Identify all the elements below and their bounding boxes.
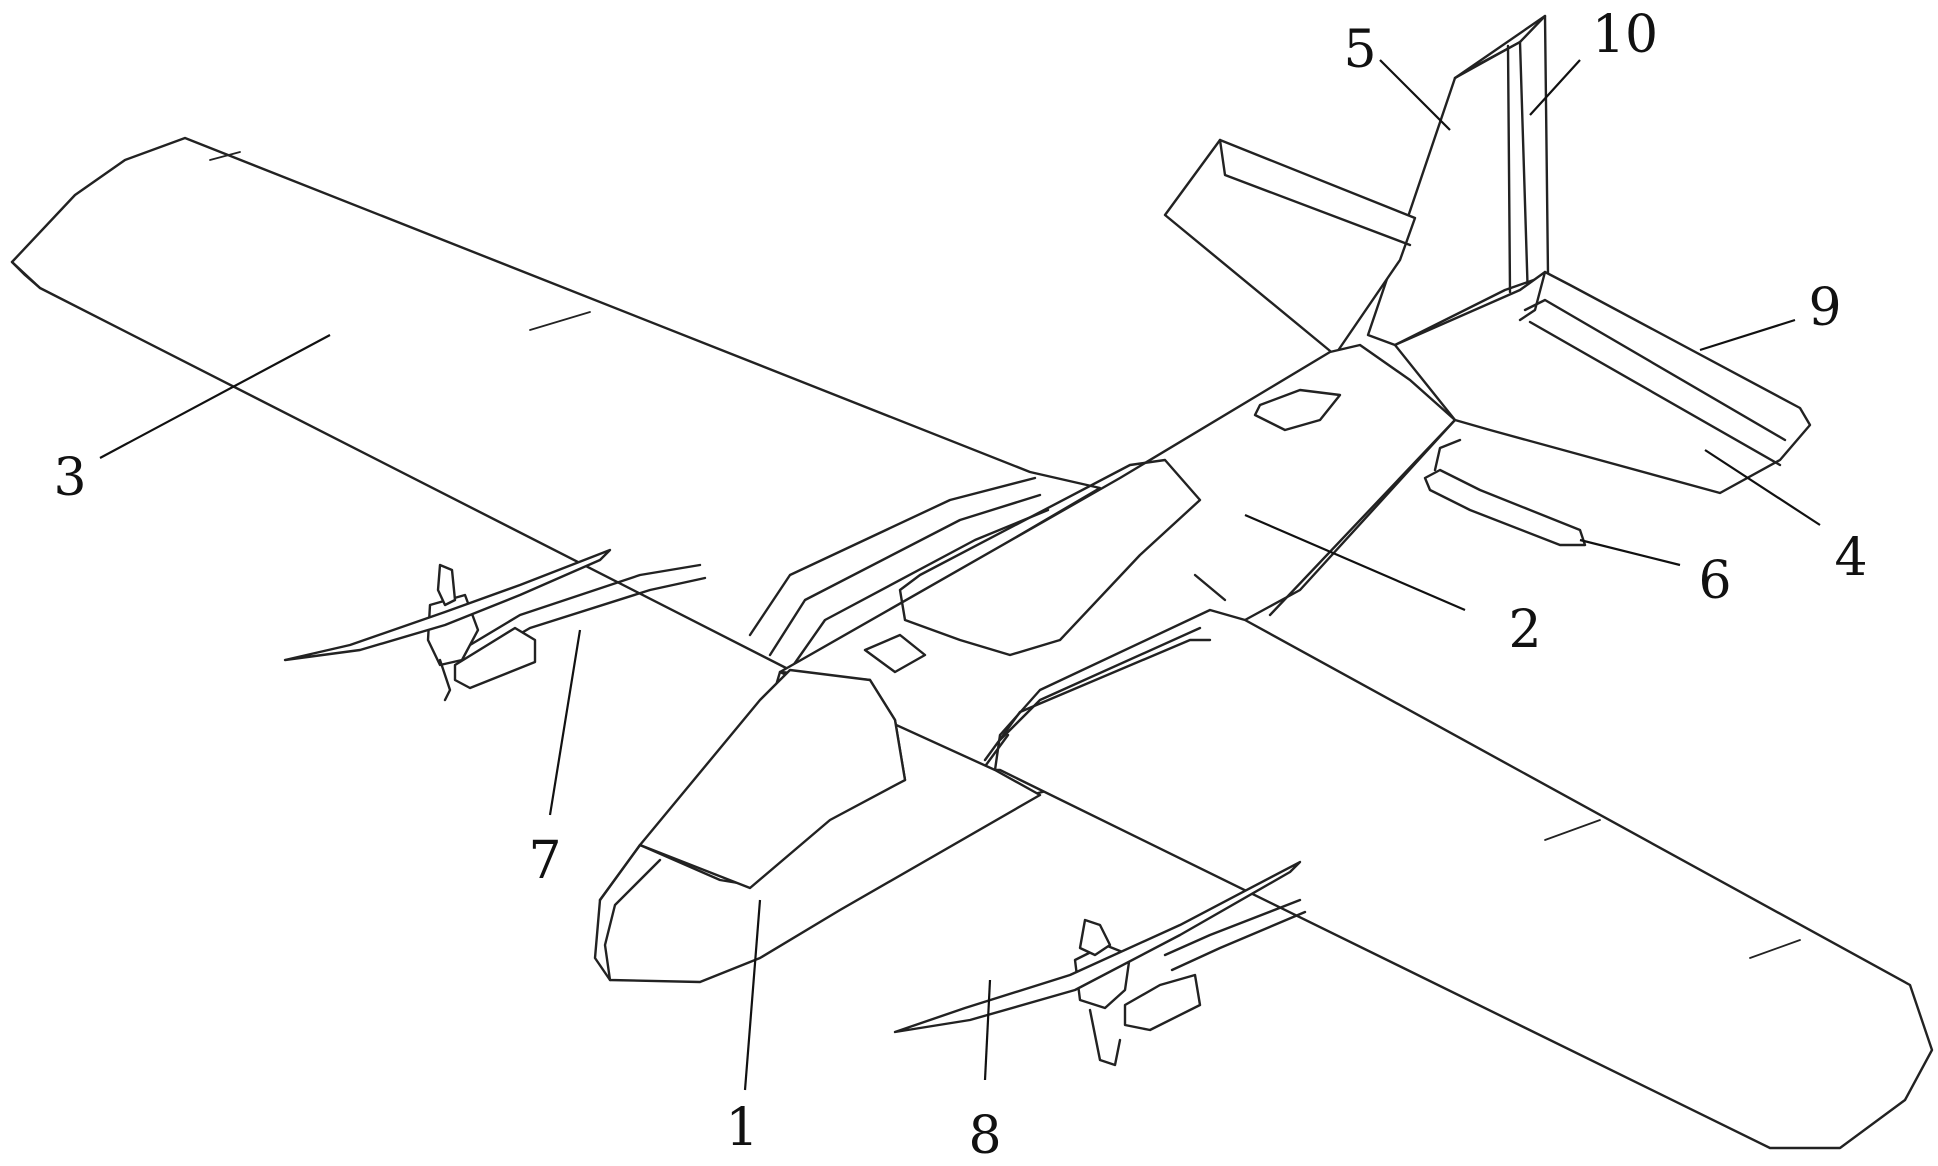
leader-4 <box>1704 449 1821 526</box>
label-3: 3 <box>53 448 86 508</box>
label-1: 1 <box>725 1098 758 1158</box>
leader-9 <box>1699 318 1796 352</box>
vertical-tail <box>1366 14 1550 347</box>
leader-1 <box>743 899 762 1091</box>
tail-landing-strut <box>1423 438 1587 547</box>
label-9: 9 <box>1808 278 1841 338</box>
right-wing <box>973 608 1934 1150</box>
right-motor-assembly <box>893 860 1307 1067</box>
leader-6 <box>1579 538 1681 567</box>
leader-lines <box>99 59 1821 1091</box>
label-5: 5 <box>1343 20 1376 80</box>
left-motor-assembly <box>283 548 707 702</box>
leader-5 <box>1379 59 1451 131</box>
label-7: 7 <box>528 831 561 891</box>
leader-2 <box>1244 513 1466 612</box>
left-wing <box>10 136 1102 672</box>
leader-8 <box>983 979 992 1081</box>
callout-labels: 1 2 3 4 5 6 7 8 9 10 <box>53 5 1867 1166</box>
left-horizontal-stabilizer <box>1163 138 1417 357</box>
label-10: 10 <box>1592 5 1658 65</box>
right-horizontal-stabilizer <box>1393 270 1812 495</box>
leader-3 <box>99 334 331 459</box>
nose-canopy <box>593 668 1042 984</box>
leader-7 <box>548 629 582 816</box>
label-2: 2 <box>1508 600 1541 660</box>
label-8: 8 <box>968 1106 1001 1166</box>
label-6: 6 <box>1698 551 1731 611</box>
label-4: 4 <box>1834 528 1867 588</box>
leader-10 <box>1529 59 1581 116</box>
